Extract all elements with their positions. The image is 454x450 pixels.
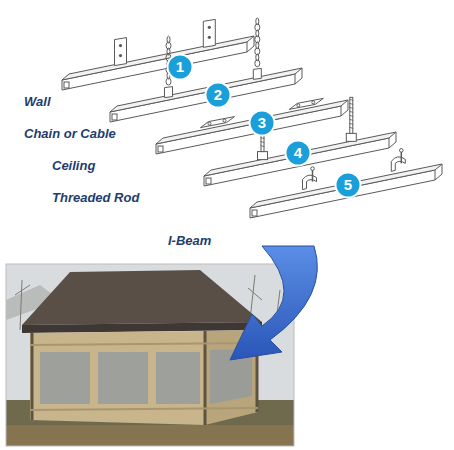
callout-circle: 2 [204,81,232,109]
track-rail [110,18,302,122]
attachment-label: Threaded Rod [52,190,139,205]
callout-number: 2 [204,81,232,109]
track-rails [62,18,442,218]
track-rail [156,98,348,154]
track-rail [204,97,396,186]
callout-circle: 5 [334,171,362,199]
track-rail [250,149,442,218]
callout-circle: 1 [166,53,194,81]
attachment-label: Wall [24,94,51,109]
attachment-label: Chain or Cable [24,126,116,141]
callout-number: 5 [334,171,362,199]
callout-number: 3 [248,109,276,137]
callout-number: 4 [284,139,312,167]
callout-number: 1 [166,53,194,81]
callout-circle: 4 [284,139,312,167]
big-arrow [230,246,317,360]
track-rail [62,19,254,90]
attachment-label: I-Beam [168,233,211,248]
callout-circle: 3 [248,109,276,137]
attachment-label: Ceiling [52,158,95,173]
